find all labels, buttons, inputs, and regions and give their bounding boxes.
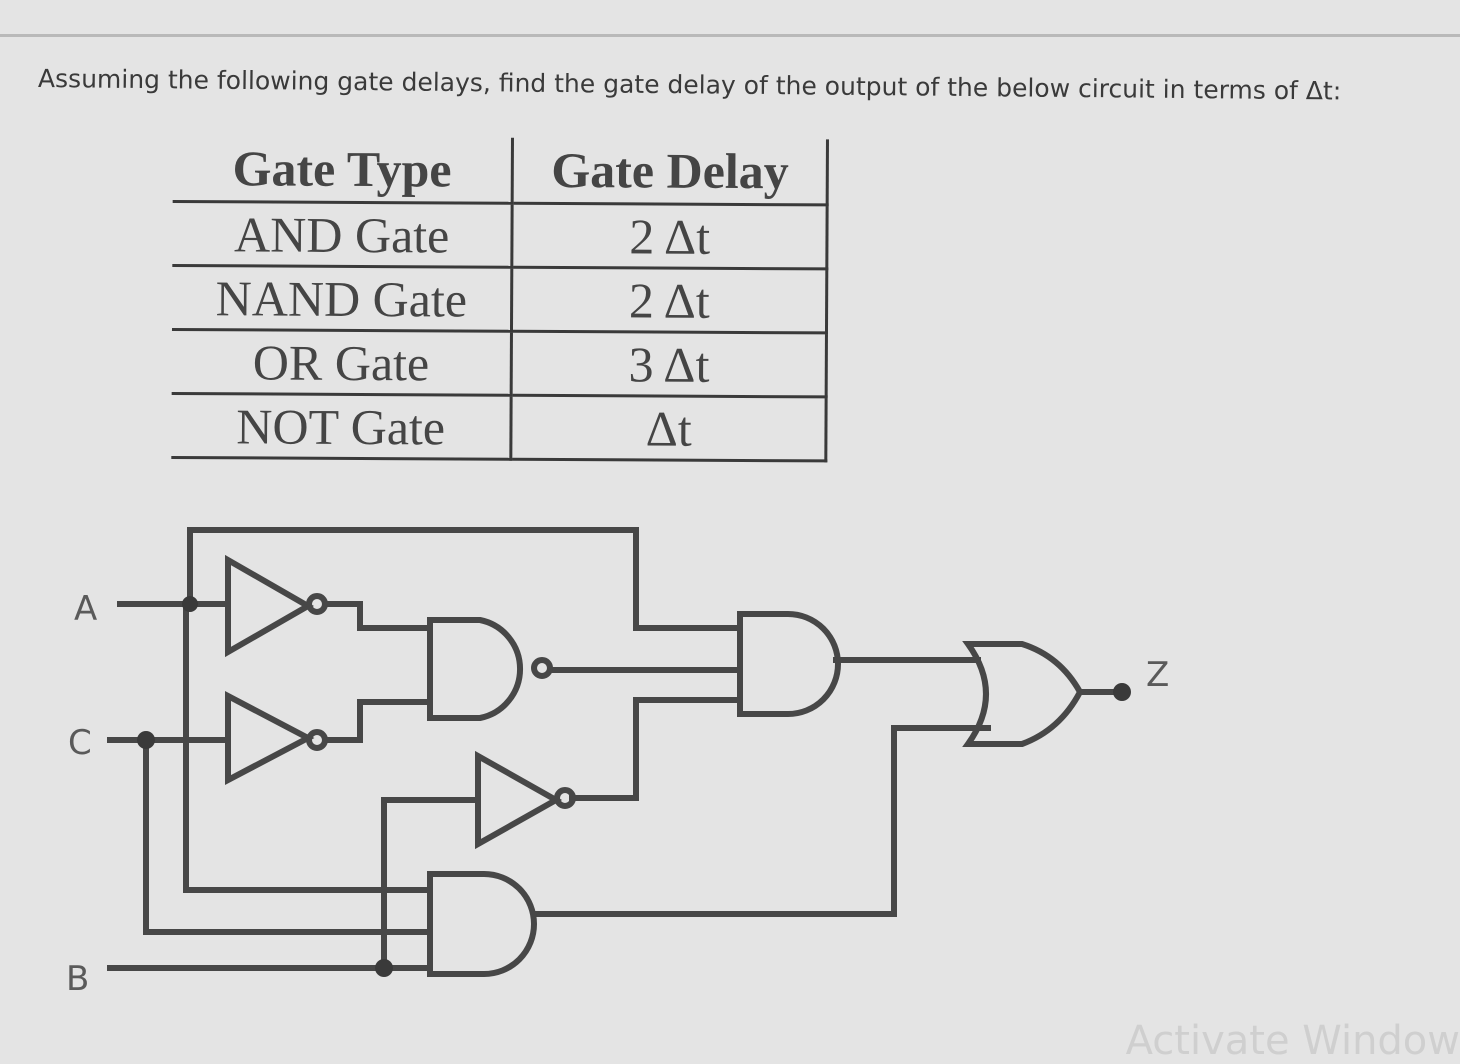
gate-type-cell: OR Gate bbox=[171, 329, 512, 396]
top-divider bbox=[0, 34, 1460, 37]
and-gate-upper bbox=[737, 611, 841, 717]
not-gate-b bbox=[475, 750, 563, 850]
junction-c bbox=[137, 731, 155, 749]
junction-b bbox=[375, 959, 393, 977]
gate-type-cell: AND Gate bbox=[172, 201, 513, 268]
input-label-a: A bbox=[74, 589, 97, 629]
nand-gate-bubble bbox=[531, 657, 553, 679]
wire-c-branch bbox=[143, 737, 433, 935]
activate-windows-watermark: Activate Window bbox=[1125, 1018, 1460, 1064]
header-gate-type: Gate Type bbox=[172, 136, 513, 204]
table-row: NOT Gate Δt bbox=[171, 393, 827, 461]
gate-type-cell: NOT Gate bbox=[171, 393, 512, 460]
logic-circuit-diagram: A C B Z bbox=[66, 527, 1169, 999]
table-row: OR Gate 3 Δt bbox=[171, 329, 827, 397]
wire-a-loop bbox=[187, 527, 743, 631]
nand-gate bbox=[427, 617, 524, 721]
gate-delay-cell: Δt bbox=[511, 395, 827, 461]
gate-delay-table: Gate Type Gate Delay AND Gate 2 Δt NAND … bbox=[171, 136, 829, 462]
wire-nota-to-nand bbox=[323, 601, 433, 631]
header-gate-delay: Gate Delay bbox=[512, 137, 828, 205]
gate-delay-cell: 3 Δt bbox=[511, 331, 827, 397]
not-gate-a-bubble bbox=[306, 593, 328, 615]
wire-notc-to-nand bbox=[323, 699, 433, 743]
wire-a-to-lower-and bbox=[183, 601, 433, 893]
output-z-dot bbox=[1113, 683, 1131, 701]
question-text: Assuming the following gate delays, find… bbox=[37, 64, 1342, 106]
input-label-b: B bbox=[66, 959, 89, 999]
wire-notb-to-and bbox=[569, 697, 743, 801]
not-gate-c-bubble bbox=[306, 729, 328, 751]
not-gate-c bbox=[225, 691, 315, 785]
table-row: NAND Gate 2 Δt bbox=[171, 265, 827, 333]
output-label-z: Z bbox=[1146, 655, 1169, 695]
table-row: AND Gate 2 Δt bbox=[172, 201, 828, 269]
and-gate-lower bbox=[427, 871, 537, 977]
not-gate-a bbox=[225, 554, 315, 658]
wire-lower-and-to-or bbox=[531, 725, 991, 917]
or-gate bbox=[962, 641, 1084, 747]
gate-type-cell: NAND Gate bbox=[171, 265, 513, 332]
input-label-c: C bbox=[68, 723, 92, 763]
wire-b-branch bbox=[381, 797, 481, 971]
junction-a bbox=[182, 596, 198, 612]
gate-delay-cell: 2 Δt bbox=[511, 267, 827, 333]
table-header-row: Gate Type Gate Delay bbox=[172, 136, 828, 205]
not-gate-b-bubble bbox=[554, 787, 576, 809]
gate-delay-cell: 2 Δt bbox=[512, 203, 828, 269]
